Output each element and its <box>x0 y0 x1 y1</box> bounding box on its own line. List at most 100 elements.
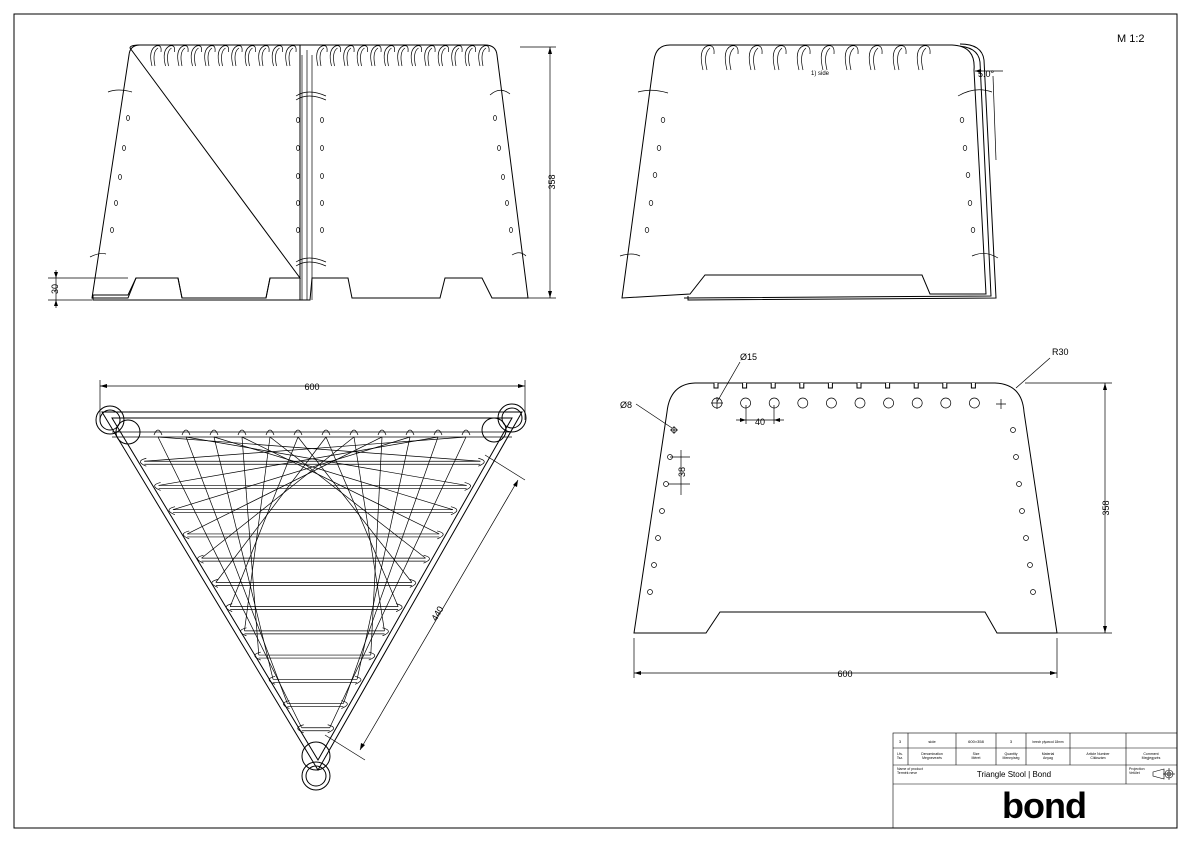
lacing-hole <box>118 174 122 180</box>
foot-height-dimension: 30 <box>50 284 60 294</box>
side-angle-dimension: 5.0° <box>978 69 995 79</box>
small-hole <box>1019 508 1025 514</box>
panel-outline <box>633 382 1058 634</box>
rope-loop <box>356 45 368 67</box>
rope-loop <box>468 47 473 67</box>
rope-strand <box>158 436 439 486</box>
side-lacing-holes <box>644 117 976 233</box>
lacing-hole <box>509 227 513 233</box>
rope-loop <box>410 45 422 67</box>
rope-loop <box>849 47 855 71</box>
rope-loop <box>181 429 191 436</box>
rope-loop <box>237 429 247 436</box>
large-hole <box>969 397 980 409</box>
rope-loop <box>346 47 352 67</box>
corner-radius-dimension: R30 <box>1052 347 1069 357</box>
lacing-hole <box>320 173 324 179</box>
rope-loop <box>177 45 189 67</box>
front-left-panel <box>92 44 301 301</box>
rope-loop <box>868 45 883 71</box>
small-hole <box>1023 535 1029 541</box>
rope-loop <box>427 47 433 67</box>
rope-strand <box>213 436 454 511</box>
rope-loop <box>437 45 449 67</box>
front-view: 358 30 <box>48 44 557 308</box>
top-notch <box>970 383 976 389</box>
rope-loop <box>916 45 931 71</box>
small-hole <box>655 535 661 541</box>
rope-loop <box>341 700 348 709</box>
rope-strand <box>244 436 271 631</box>
rope-loop <box>437 530 444 540</box>
small-hole-dimension: Ø8 <box>620 400 632 410</box>
corner-ring-left <box>95 405 125 435</box>
rope-loop <box>729 47 735 71</box>
rope-loop <box>163 45 175 67</box>
lacing-hole <box>967 200 973 206</box>
rope-loop <box>464 45 476 67</box>
scale-label: M 1:2 <box>1117 33 1145 45</box>
rope-loop <box>433 429 443 436</box>
side-note: 1) side <box>811 71 830 77</box>
side-panel-outline <box>621 44 987 299</box>
rope-loop <box>772 45 787 71</box>
tb-size: 600×358 <box>968 739 984 744</box>
rope-loop <box>316 45 328 67</box>
front-rope-right-top <box>489 89 511 96</box>
rope-strand <box>241 436 440 535</box>
rope-loop <box>153 429 163 436</box>
hole-center-mark <box>670 426 678 434</box>
lacing-hole <box>296 173 300 179</box>
triangle-outline <box>101 411 523 771</box>
rope-loop <box>349 429 359 436</box>
rope-loop <box>873 47 879 71</box>
large-hole <box>883 397 894 409</box>
rope-loop <box>748 45 763 71</box>
top-notch <box>827 383 833 389</box>
rope-strand <box>201 436 355 559</box>
lacing-hole <box>965 172 971 178</box>
rope-loop <box>450 506 458 516</box>
lacing-hole <box>296 117 300 123</box>
lacing-hole <box>296 145 300 151</box>
rope-strand <box>353 436 385 631</box>
large-hole <box>854 397 866 409</box>
lacing-hole <box>660 117 666 123</box>
top-notch <box>770 383 776 389</box>
front-rope-left-top <box>107 89 133 93</box>
lacing-hole <box>501 174 505 180</box>
top-view: 600 440 <box>95 380 527 791</box>
rope-loop <box>225 603 233 612</box>
rope-loop <box>387 47 392 67</box>
rope-strand <box>329 436 467 728</box>
lacing-hole <box>970 227 976 233</box>
small-hole <box>647 589 653 595</box>
rope-loop <box>275 47 280 67</box>
side-rope-left-top <box>637 89 669 94</box>
lacing-hole <box>320 145 324 151</box>
rope-loop <box>288 47 294 67</box>
rope-strand <box>229 436 299 607</box>
rope-loop <box>454 47 460 67</box>
top-notch <box>856 383 862 389</box>
rope-strand <box>370 436 383 656</box>
lacing-hole <box>644 227 650 233</box>
top-notch <box>942 383 948 389</box>
rope-loop <box>329 45 341 67</box>
rope-loop <box>753 47 759 71</box>
lacing-hole <box>505 200 509 206</box>
tb-pos: 3 <box>899 739 902 744</box>
hole-center-mark <box>711 397 723 409</box>
rope-loop <box>139 457 147 467</box>
rope-loop <box>724 45 739 71</box>
top-notch <box>713 383 719 389</box>
front-height-dimension: 358 <box>547 174 557 189</box>
rope-loop <box>258 45 270 67</box>
lacing-hole <box>122 145 126 151</box>
